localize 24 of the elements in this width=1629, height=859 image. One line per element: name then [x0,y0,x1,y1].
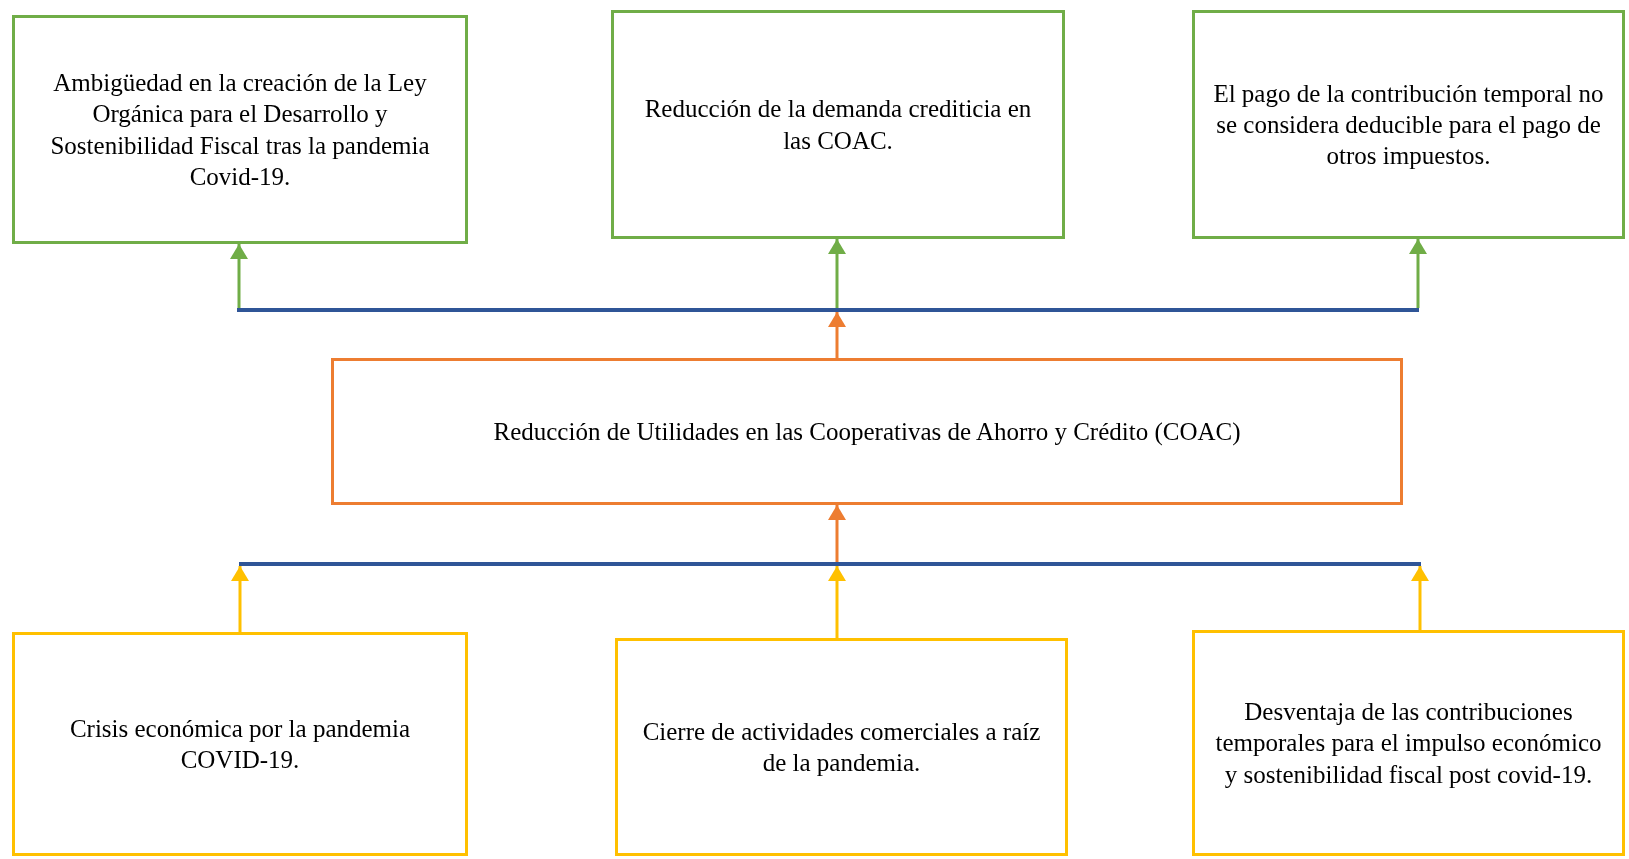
cause-box [12,632,468,856]
cause-box [615,638,1068,856]
arrow [828,566,846,638]
arrow [231,566,249,632]
arrow [828,239,846,308]
box-text: Desventaja de las contribuciones temporales para el impulso económico y sostenibilidad fiscal post covid-19. [1214,697,1603,790]
box-text: Crisis económica por la pandemia COVID-19. [68,713,412,775]
cause-box [1192,630,1625,856]
effect-box [12,15,468,244]
arrow [1411,566,1429,630]
problem-box [331,358,1403,505]
box-text: Ambigüedad en la creación de la Ley Orgánica para el Desarrollo y Sostenibilidad Fiscal tras la pandemia Covid-19. [49,68,431,192]
effect-box [611,10,1065,239]
connector-bar [237,308,1419,312]
box-text: Reducción de Utilidades en las Cooperativas de Ahorro y Crédito (COAC) [493,416,1241,448]
arrow [828,505,846,562]
arrow [1409,239,1427,308]
arrow [828,312,846,358]
effect-box [1192,10,1625,239]
arrow [230,244,248,308]
box-text: El pago de la contribución temporal no se considera deducible para el pago de otros impuestos. [1213,78,1604,172]
connector-bar [239,562,1421,566]
box-text: Cierre de actividades comerciales a raíz de la pandemia. [641,716,1042,778]
box-text: Reducción de la demanda crediticia en las COAC. [643,94,1033,156]
